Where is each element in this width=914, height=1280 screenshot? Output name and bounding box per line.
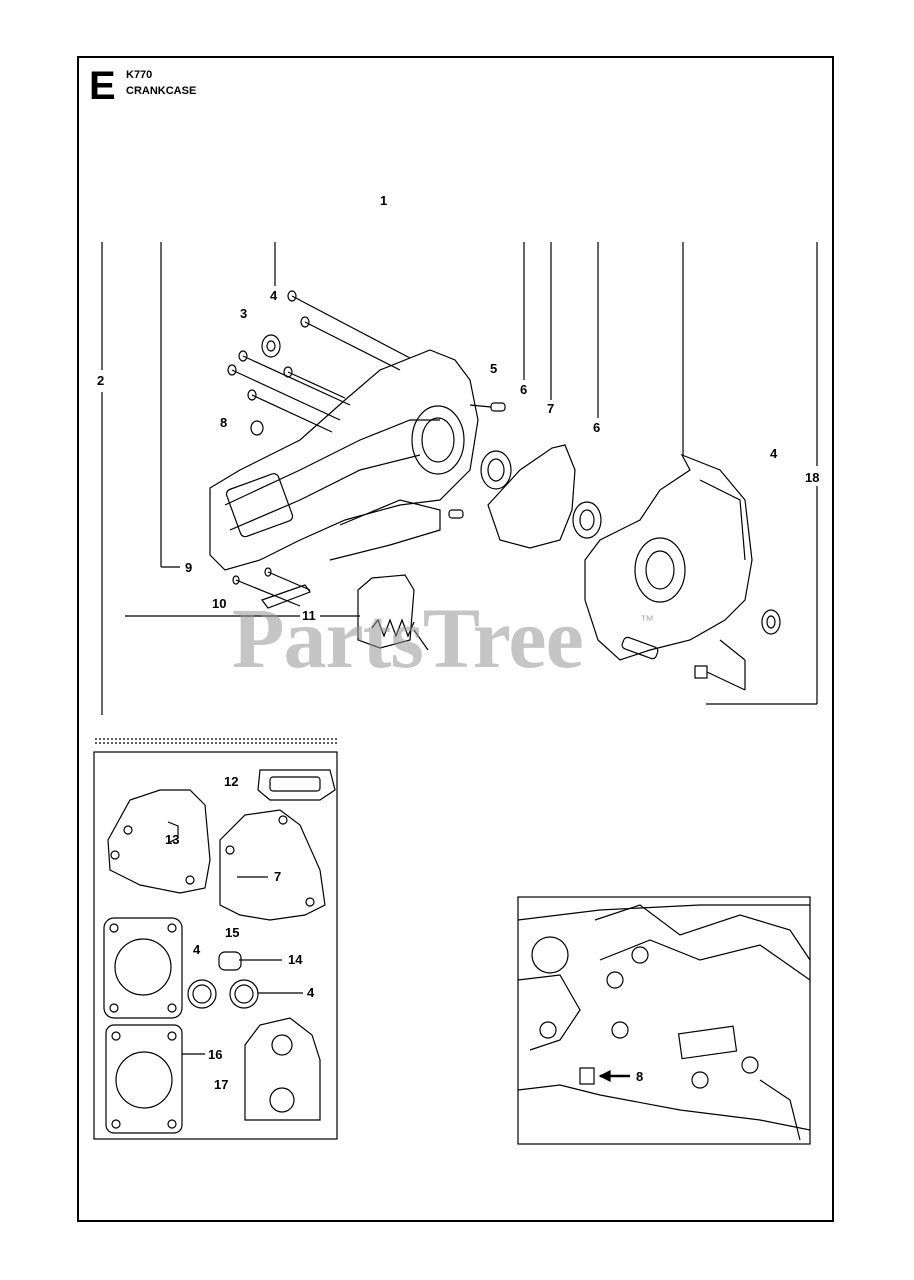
callout-12: 12: [224, 774, 238, 789]
bearing-seat-right-inner: [645, 550, 675, 590]
callout-11: 11: [302, 608, 316, 623]
dowel-pin: [448, 509, 464, 519]
detail-inset: [517, 896, 811, 1145]
gasket-cylinder: [103, 917, 183, 1019]
gasket-12: [167, 821, 179, 843]
crankcase-gasket: [487, 444, 576, 549]
crankcase-rib: [699, 479, 746, 561]
dowel-pin: [621, 636, 659, 660]
callout-15: 15: [225, 925, 239, 940]
callout-13: 13: [165, 832, 179, 847]
gasket-16: [105, 1024, 183, 1134]
callout-4: 4: [770, 446, 778, 461]
bolt-head: [694, 665, 708, 679]
callout-10: 10: [212, 596, 226, 611]
gasket-kit-panel: [93, 751, 338, 1140]
seal-4b: [229, 979, 259, 1009]
callout-7: 7: [274, 869, 281, 884]
diagram-frame: [77, 56, 834, 1222]
crankcase-foot: [329, 499, 441, 561]
oil-seal-inner: [766, 615, 776, 629]
screw: [264, 567, 272, 577]
crankcase-rib: [224, 419, 440, 506]
bearing-seat-right: [634, 537, 686, 603]
callout-16: 16: [208, 1047, 222, 1062]
crankcase-rib: [229, 454, 421, 531]
dowel-pin: [490, 402, 506, 412]
bolt-shank: [706, 671, 746, 691]
bearing-left: [480, 450, 512, 490]
callout-6: 6: [520, 382, 527, 397]
callout-18: 18: [805, 470, 819, 485]
seal-4: [187, 979, 217, 1009]
section-letter: E: [89, 64, 116, 108]
callout-7: 7: [547, 401, 554, 416]
page-title: CRANKCASE: [126, 85, 197, 97]
callout-1: 1: [380, 193, 387, 208]
washer-detail: [579, 1067, 595, 1085]
washer: [250, 420, 264, 436]
mount-boss: [225, 473, 294, 538]
spring: [371, 618, 429, 651]
bearing-seat-inner: [421, 417, 455, 463]
callout-9: 9: [185, 560, 192, 575]
bearing-right: [572, 501, 602, 539]
callout-labels: 1 2 3 4 5 6 7 6 8 4 18 9 10 11 12 13 7 1…: [97, 193, 819, 1092]
o-ring-14: [218, 951, 242, 971]
seal-ring-inner: [266, 340, 276, 352]
screw: [232, 575, 240, 585]
gasket-17: [244, 1017, 321, 1121]
gasket-7: [219, 809, 326, 921]
callout-14: 14: [288, 952, 303, 967]
callout-8: 8: [220, 415, 227, 430]
oil-seal: [761, 609, 781, 635]
crankcase-right-half: [584, 453, 753, 661]
plate: [261, 584, 311, 609]
seal-ring: [261, 334, 281, 358]
callout-8: 8: [636, 1069, 643, 1084]
model-name: K770: [126, 69, 153, 81]
buffer-bracket: [357, 574, 415, 649]
bearing-right-inner: [579, 509, 595, 531]
callout-4: 4: [270, 288, 278, 303]
callout-17: 17: [214, 1077, 228, 1092]
gasket-exhaust: [257, 769, 336, 801]
watermark: PartsTree: [232, 590, 584, 686]
bearing-seat: [411, 405, 465, 475]
bearing-left-inner: [487, 458, 505, 482]
callout-5: 5: [490, 361, 497, 376]
gasket-13: [107, 789, 211, 894]
bolt-group: [227, 290, 411, 433]
callout-4: 4: [307, 985, 315, 1000]
callout-6: 6: [593, 420, 600, 435]
crankcase-left-half: [209, 349, 479, 571]
callout-4: 4: [193, 942, 201, 957]
callout-2: 2: [97, 373, 104, 388]
watermark-trademark: ™: [640, 612, 654, 628]
callout-3: 3: [240, 306, 247, 321]
